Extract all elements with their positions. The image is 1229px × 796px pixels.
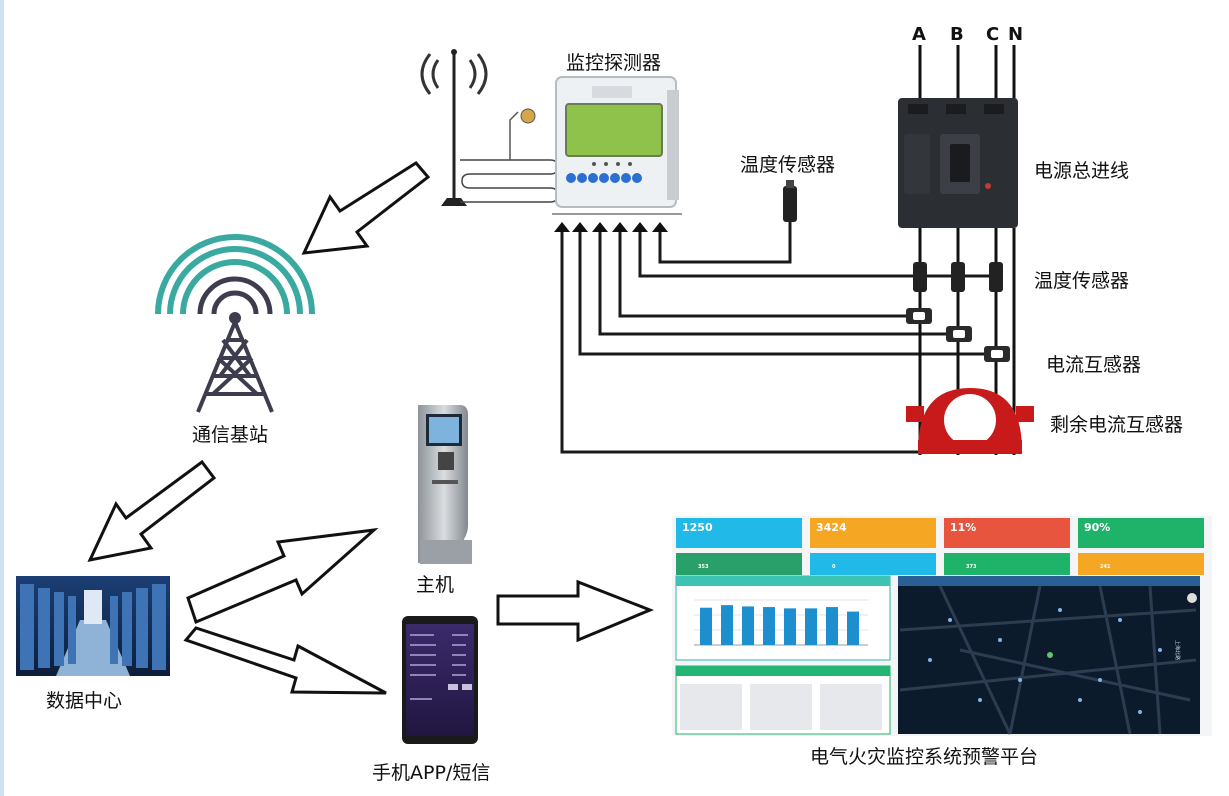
flow-arrows (87, 161, 655, 695)
bar (847, 611, 859, 645)
bar (784, 608, 796, 645)
bar (742, 606, 754, 645)
stat-tile[interactable]: 11% (944, 518, 1070, 548)
stat-tile[interactable]: 1250 (676, 518, 802, 548)
stat-row-value: 0 (832, 564, 836, 570)
circuit-breaker (898, 45, 1018, 455)
phase-label-c: C (986, 24, 1000, 45)
temperature-probe-icon (783, 180, 797, 222)
stat-tile[interactable]: 90% (1078, 518, 1204, 548)
bar (805, 608, 817, 645)
map-roads (899, 585, 1197, 735)
residual-ct-label: 剩余电流互感器 (1050, 414, 1184, 436)
bar (763, 607, 775, 645)
antenna-icon (420, 49, 559, 206)
detector-device (552, 76, 682, 215)
detector-label: 监控探测器 (566, 52, 662, 74)
temp-sensor-label-right: 温度传感器 (1034, 270, 1130, 292)
stat-row[interactable]: 0 (810, 553, 936, 575)
data-center-image (16, 576, 170, 676)
arrow-datacenter-to-host (186, 527, 379, 625)
residual-current-transformer-icon (906, 388, 1034, 454)
stat-tile[interactable]: 3424 (810, 518, 936, 548)
stat-value: 90% (1084, 521, 1111, 534)
stat-row-value: 241 (1100, 564, 1111, 570)
stat-value: 11% (950, 521, 977, 534)
current-transformer-label: 电流互感器 (1046, 354, 1142, 376)
platform-label: 电气火灾监控系统预警平台 (810, 746, 1039, 768)
stat-row-value: 373 (966, 564, 977, 570)
dashboard-tiles: 1250 3424 11% 90% 353 0 373 241 (676, 518, 1208, 578)
meter-screen (565, 103, 663, 157)
stat-row-value: 353 (698, 564, 709, 570)
mobile-phone-icon (402, 616, 478, 744)
left-border (0, 0, 4, 796)
data-center-label: 数据中心 (46, 690, 123, 712)
arrow-to-platform (496, 579, 655, 643)
phase-label-a: A (912, 24, 926, 45)
arrow-antenna-to-station (301, 161, 431, 255)
host-kiosk-icon (418, 405, 472, 564)
stat-row[interactable]: 373 (944, 553, 1070, 575)
bar-chart (694, 599, 868, 646)
map-points (928, 608, 1162, 714)
stat-row[interactable]: 241 (1078, 553, 1204, 575)
stat-row[interactable]: 353 (676, 553, 802, 575)
arrow-station-to-datacenter (87, 459, 217, 563)
map-road-label: 上海北路 (1174, 640, 1181, 660)
phase-label-b: B (950, 24, 964, 45)
arrow-datacenter-to-phone (183, 626, 387, 695)
host-label: 主机 (416, 574, 455, 596)
base-station-icon (155, 234, 315, 413)
stat-value: 1250 (682, 521, 713, 534)
mains-label: 电源总进线 (1034, 160, 1130, 182)
current-transformer-icons (906, 308, 1010, 362)
terminal-arrows (554, 222, 668, 232)
phase-temperature-sensors (913, 262, 1003, 292)
base-station-label: 通信基站 (192, 424, 269, 446)
bar (826, 607, 838, 645)
temp-sensor-label-top: 温度传感器 (740, 154, 836, 176)
phase-label-n: N (1008, 24, 1024, 45)
bar (700, 607, 712, 645)
bar (721, 605, 733, 645)
mobile-label: 手机APP/短信 (372, 762, 491, 784)
stat-value: 3424 (816, 521, 847, 534)
